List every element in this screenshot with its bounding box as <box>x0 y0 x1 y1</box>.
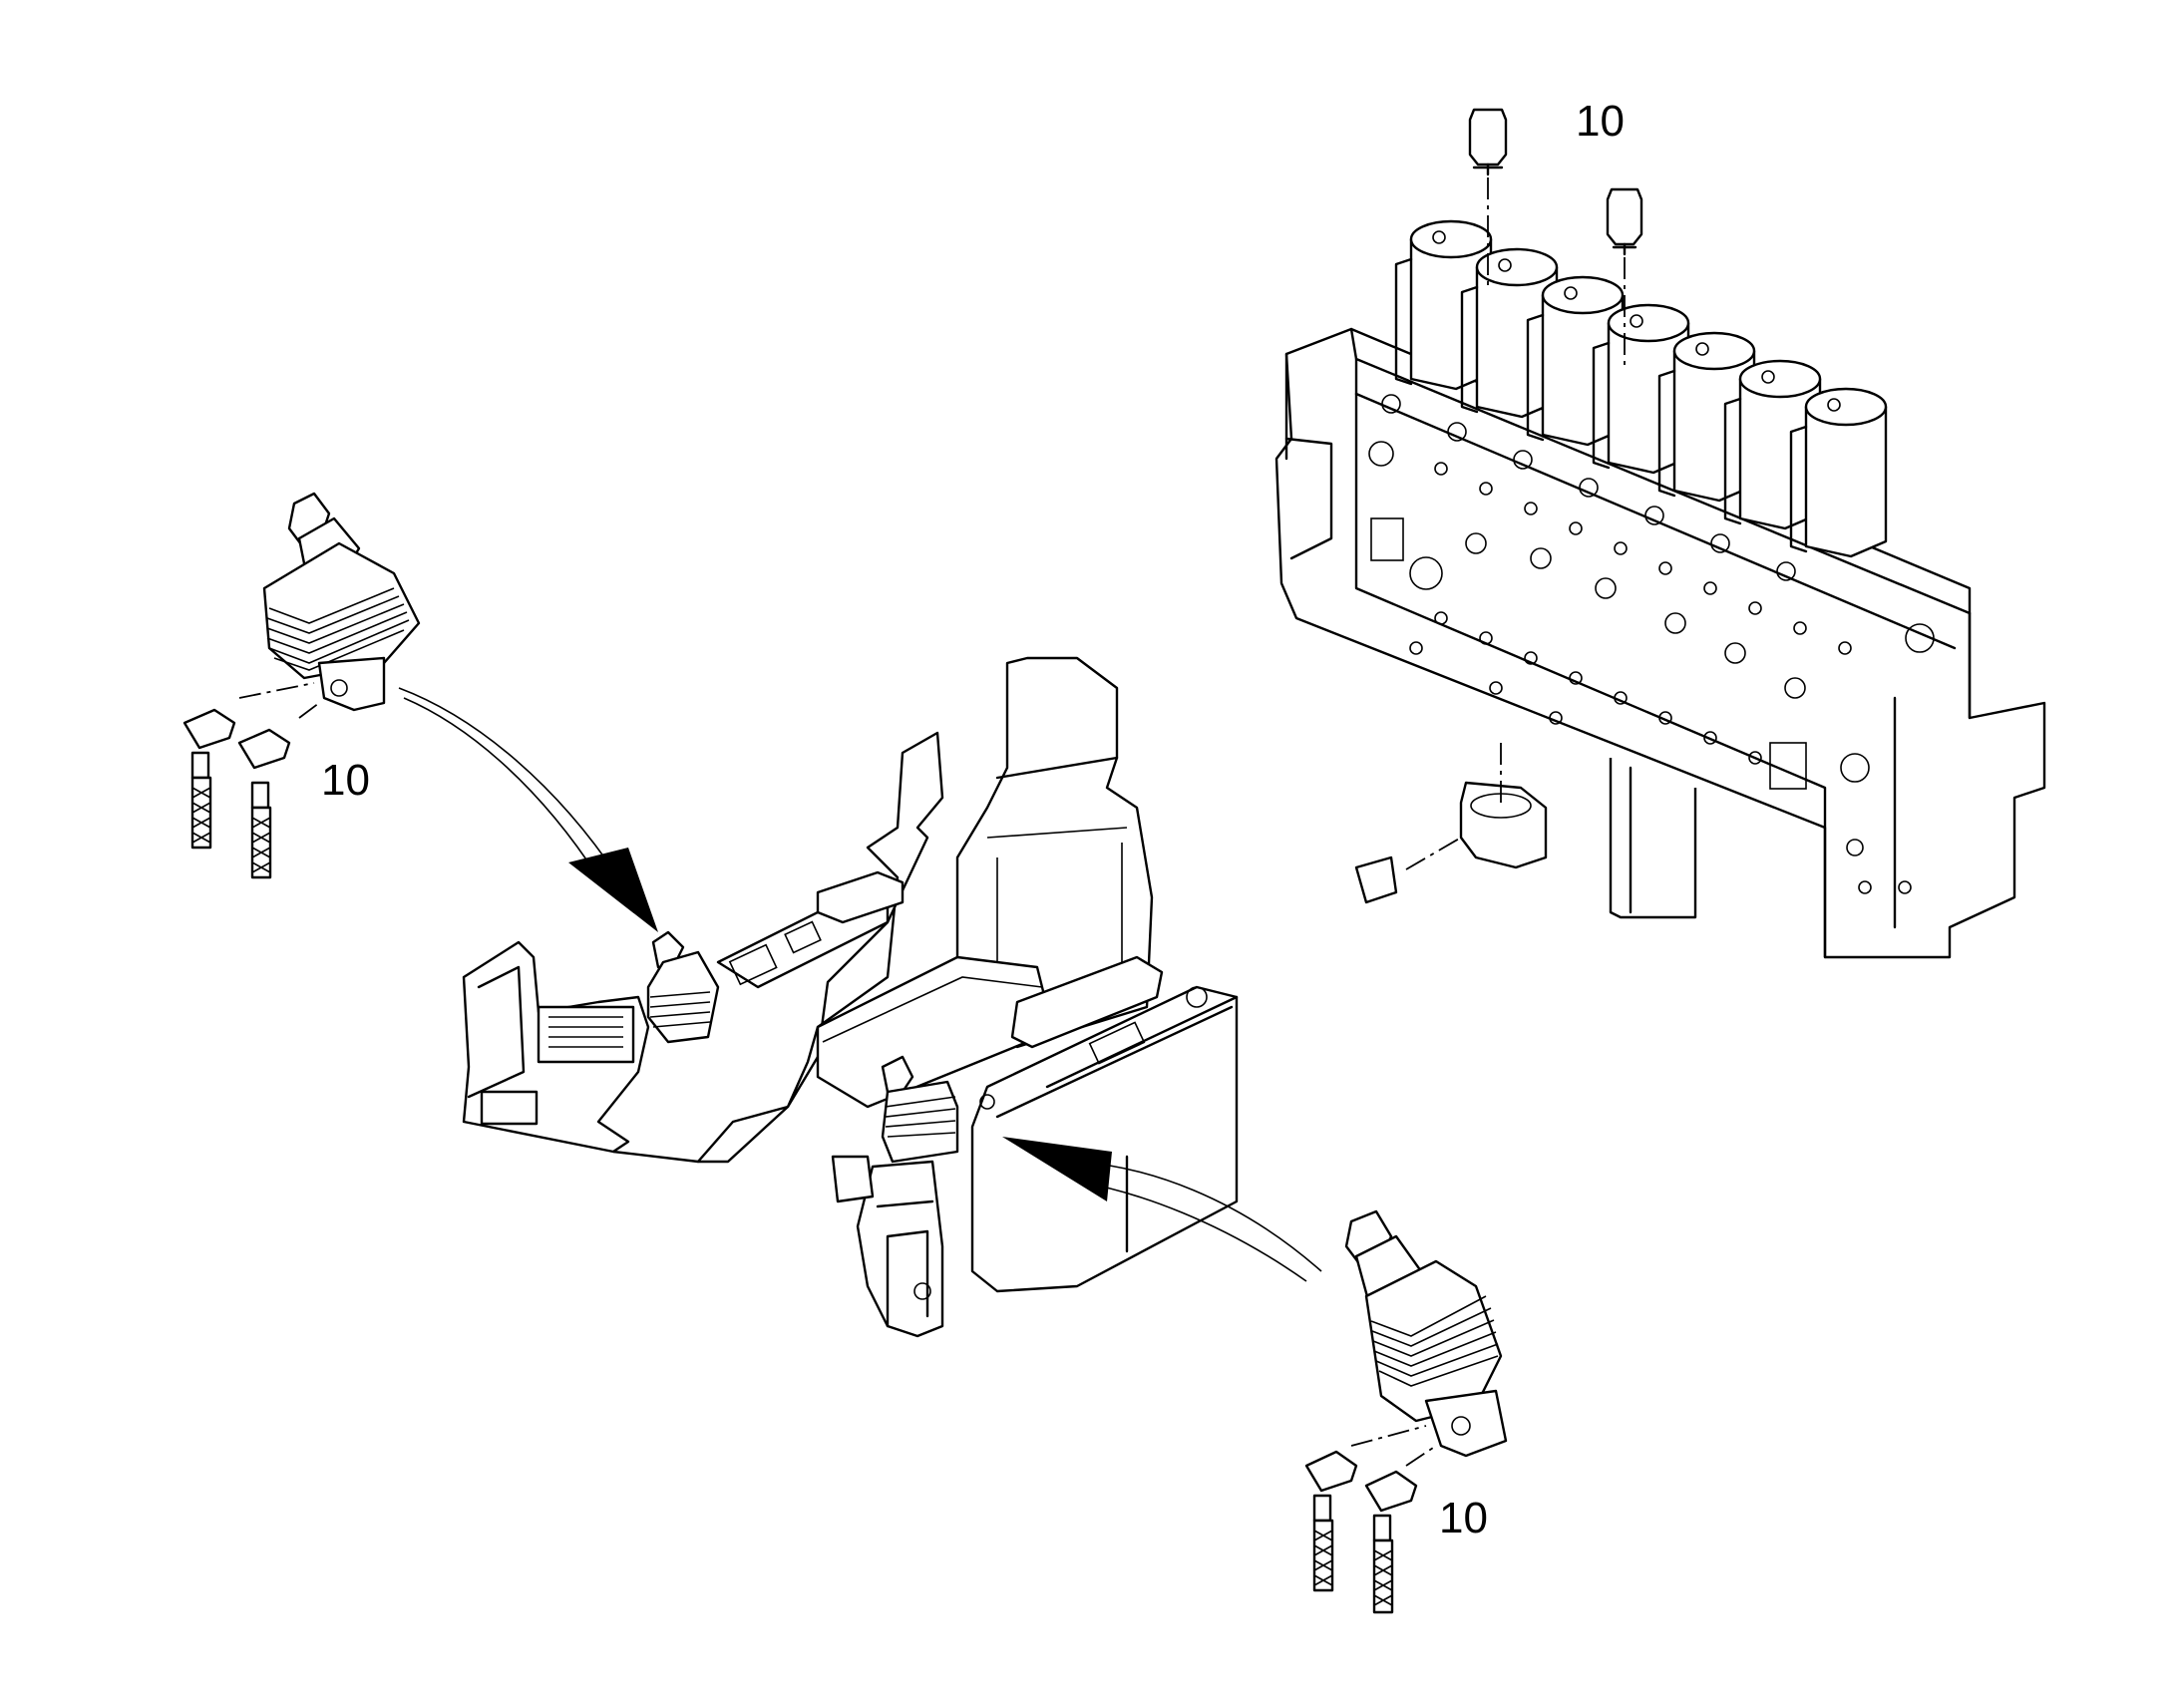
leader-arrow-left <box>398 687 658 932</box>
spool-cap <box>1579 303 1690 498</box>
leader-arrow-right <box>1002 1137 1322 1282</box>
callout-left-joystick: 10 <box>321 756 370 805</box>
spool-cap <box>1447 247 1559 442</box>
operator-seat-console <box>462 656 1239 1338</box>
callout-right-joystick: 10 <box>1439 1494 1488 1542</box>
control-valve-block <box>1274 108 2046 959</box>
spool-cap <box>1644 331 1756 525</box>
callout-valve-top: 10 <box>1576 97 1625 146</box>
spool-cap <box>1513 275 1625 470</box>
spool-cap <box>1776 387 1888 581</box>
left-joystick <box>182 492 421 879</box>
spool-cap <box>1710 359 1822 553</box>
right-joystick <box>1304 1209 1508 1614</box>
spool-cap <box>1381 219 1493 414</box>
